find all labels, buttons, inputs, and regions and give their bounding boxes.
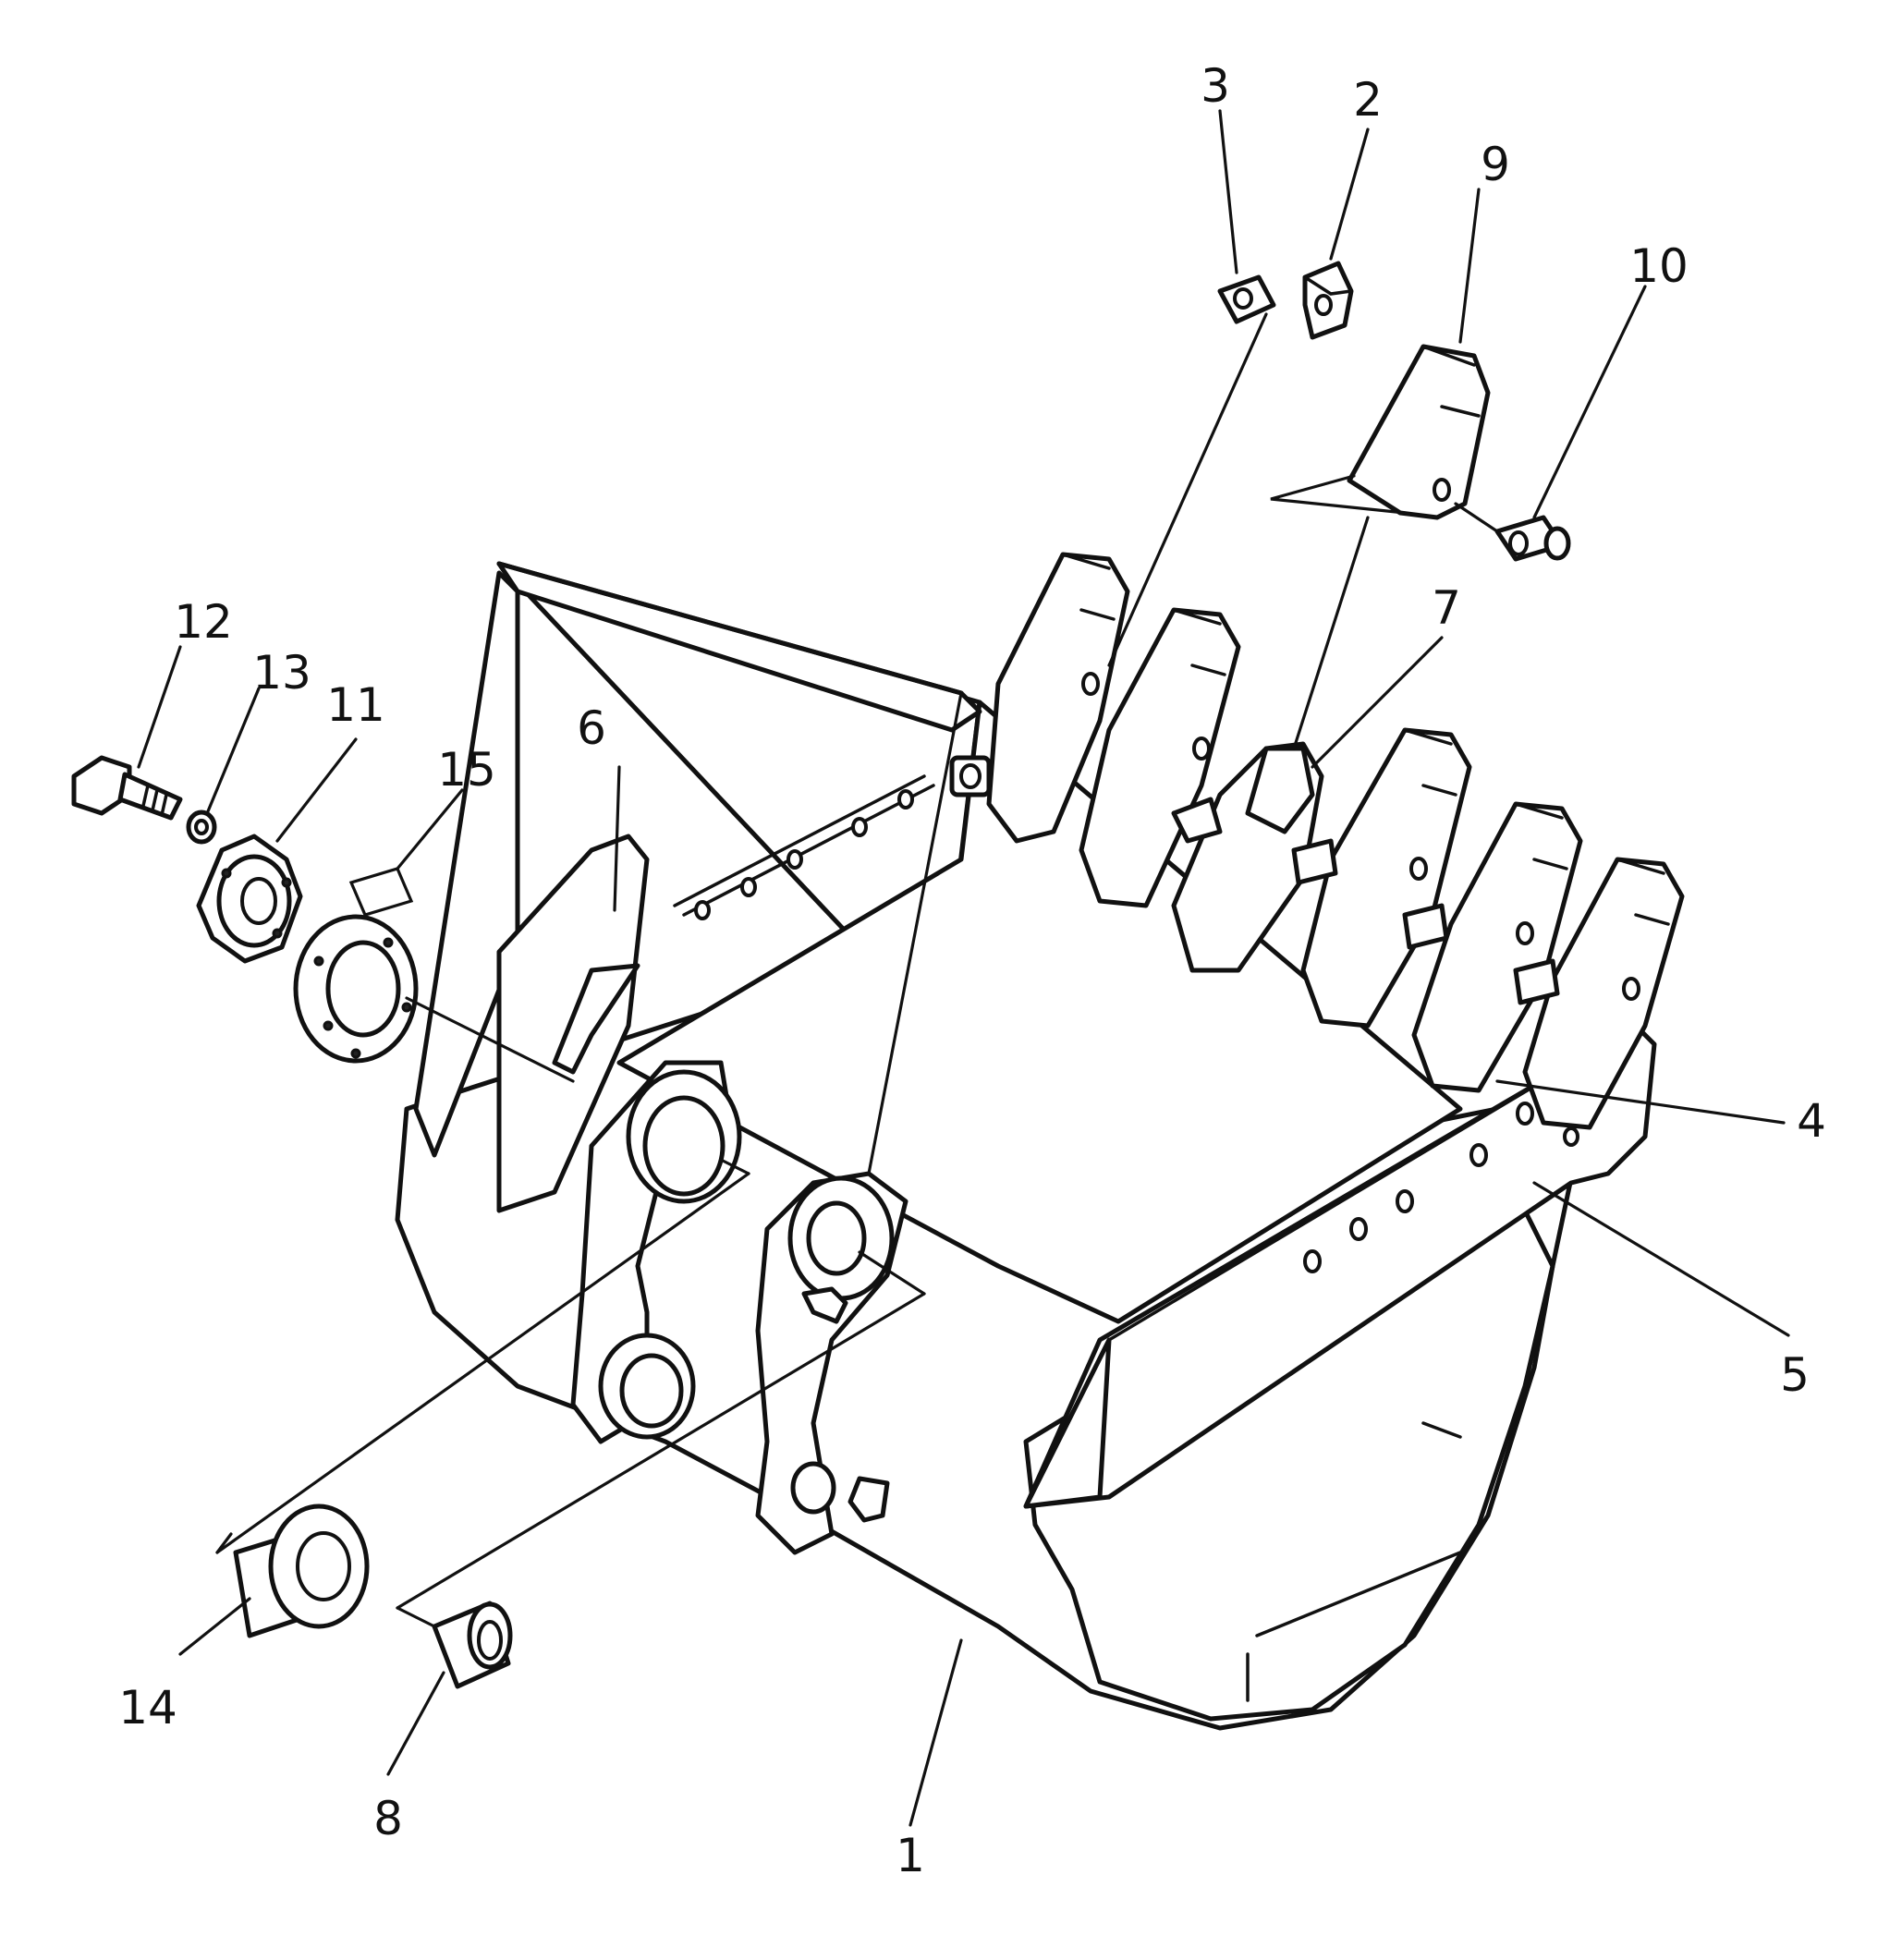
part-15-plate bbox=[293, 914, 419, 1064]
callout-6: 6 bbox=[577, 701, 606, 755]
callout-10: 10 bbox=[1629, 239, 1689, 293]
teeth-row bbox=[949, 552, 1685, 1130]
part-3-lock bbox=[1217, 274, 1276, 324]
callout-13: 13 bbox=[252, 646, 311, 700]
part-10-pin bbox=[1494, 515, 1571, 562]
part-11-collar bbox=[196, 834, 303, 964]
callout-4: 4 bbox=[1797, 1094, 1826, 1148]
callout-12: 12 bbox=[174, 595, 233, 649]
part-9-tooth-point bbox=[1347, 344, 1491, 520]
boss-left bbox=[570, 1060, 742, 1444]
callout-14: 14 bbox=[118, 1681, 177, 1735]
boss-right bbox=[755, 1171, 908, 1555]
callout-1: 1 bbox=[896, 1829, 925, 1882]
leader-lines bbox=[137, 109, 1790, 1827]
part-14-bushing bbox=[233, 1503, 370, 1638]
callout-3: 3 bbox=[1201, 59, 1230, 113]
part-2-plate bbox=[1302, 261, 1354, 340]
callout-8: 8 bbox=[373, 1792, 403, 1845]
callout-5: 5 bbox=[1780, 1348, 1810, 1402]
callout-2: 2 bbox=[1353, 73, 1383, 127]
callout-labels: 1 2 3 4 5 6 7 8 9 10 11 12 13 14 15 bbox=[118, 59, 1826, 1882]
callout-11: 11 bbox=[326, 678, 385, 732]
callout-15: 15 bbox=[437, 743, 496, 797]
part-8-bushing bbox=[432, 1601, 513, 1689]
callout-9: 9 bbox=[1481, 138, 1510, 191]
callout-7: 7 bbox=[1432, 581, 1461, 635]
part-13-washer bbox=[186, 810, 217, 845]
part-12-bolt bbox=[71, 755, 183, 821]
